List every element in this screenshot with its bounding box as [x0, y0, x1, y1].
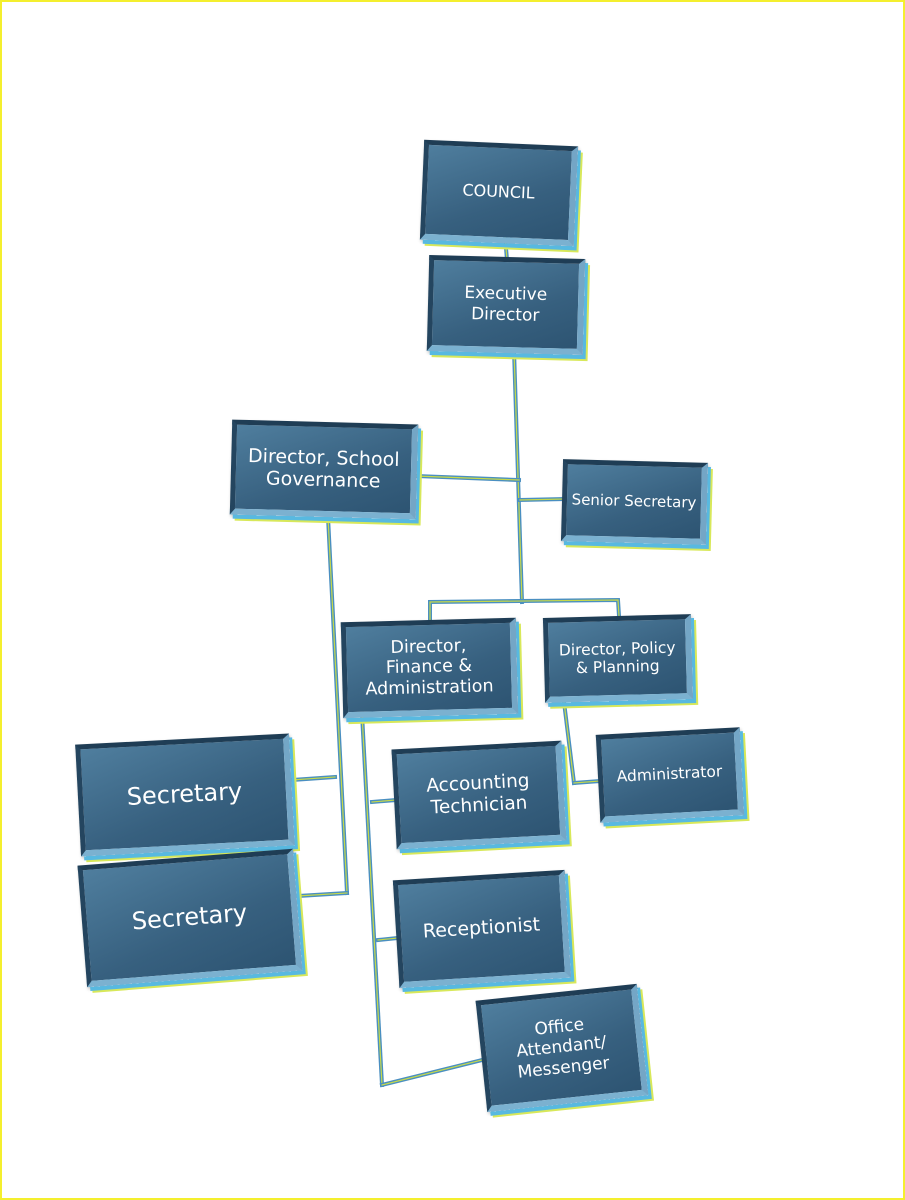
link-office-attendant-highlight	[381, 1058, 487, 1086]
accounting-technician-label: Accounting Technician	[425, 770, 531, 819]
secretary-box-1: Secretary	[75, 733, 295, 857]
senior-secretary-box: Senior Secretary	[560, 459, 709, 545]
link-directors-bar-highlight	[429, 599, 620, 621]
executive-director-label: Executive Director	[464, 283, 548, 326]
link-accounting-technician-highlight	[371, 799, 397, 803]
secretary-label-1: Secretary	[126, 777, 243, 812]
executive-director-box: Executive Director	[426, 254, 586, 356]
link-secretary-2-highlight	[297, 892, 348, 897]
administrator-box: Administrator	[595, 727, 745, 823]
director-finance-admin-box: Director, Finance & Administration	[340, 617, 519, 719]
council-box: COUNCIL	[419, 139, 579, 247]
director-finance-admin-label: Director, Finance & Administration	[365, 635, 494, 700]
link-trunk-governance-highlight	[415, 475, 520, 481]
link-exec-trunk-highlight	[513, 349, 523, 603]
administrator-label: Administrator	[616, 762, 723, 787]
office-attendant-label: Office Attendant/ Messenger	[515, 1015, 611, 1083]
secretary-label-2: Secretary	[130, 898, 249, 936]
receptionist-label: Receptionist	[422, 913, 541, 943]
link-policy-vertical-highlight	[563, 701, 575, 784]
director-school-governance-label: Director, School Governance	[247, 444, 400, 493]
accounting-technician-box: Accounting Technician	[391, 740, 567, 850]
link-trunk-senior-secretary-highlight	[519, 498, 565, 501]
link-administrator-highlight	[573, 780, 601, 784]
director-policy-planning-label: Director, Policy & Planning	[558, 638, 676, 678]
link-finance-vertical-highlight	[361, 713, 383, 1086]
director-school-governance-box: Director, School Governance	[229, 419, 419, 520]
secretary-box-2: Secretary	[77, 848, 303, 988]
director-policy-planning-box: Director, Policy & Planning	[542, 614, 694, 703]
link-receptionist-highlight	[377, 937, 399, 941]
office-attendant-box: Office Attendant/ Messenger	[475, 983, 649, 1113]
link-governance-vertical-highlight	[327, 516, 348, 894]
council-label: COUNCIL	[462, 180, 536, 203]
senior-secretary-label: Senior Secretary	[571, 490, 697, 512]
receptionist-box: Receptionist	[392, 869, 572, 989]
link-secretary-1-highlight	[291, 776, 336, 781]
